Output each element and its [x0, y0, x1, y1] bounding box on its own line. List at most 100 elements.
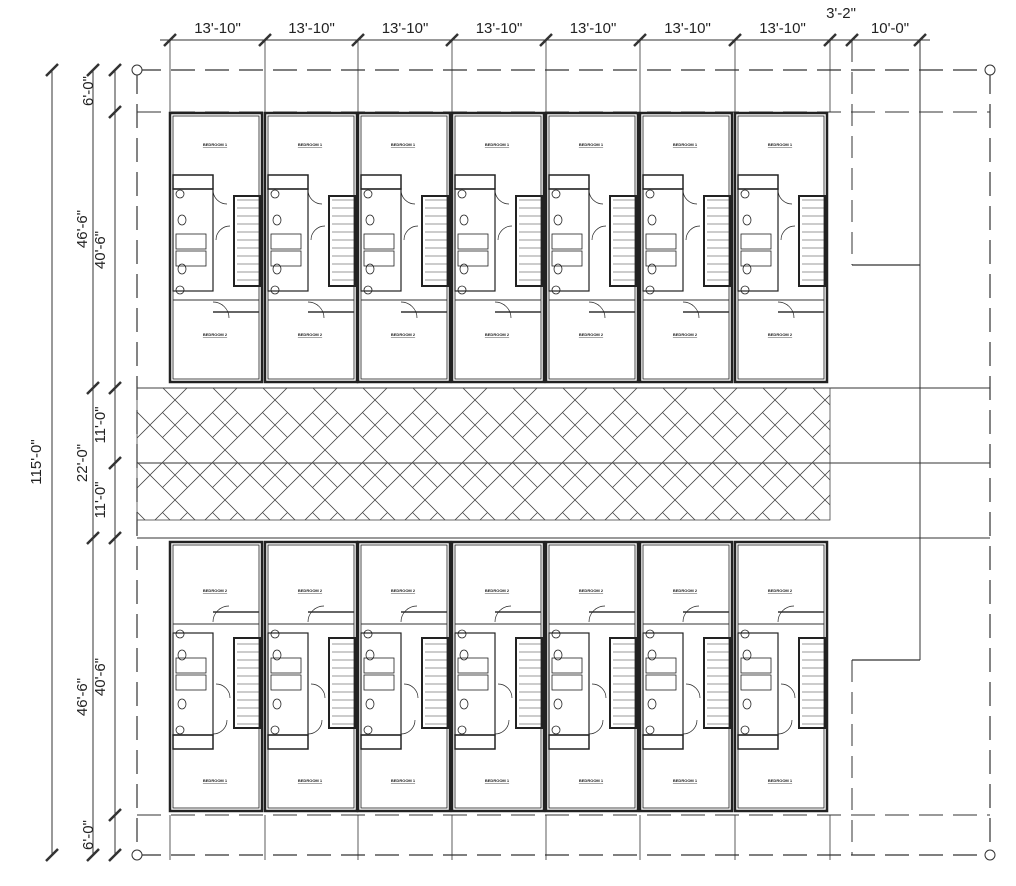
- sink: [645, 285, 655, 295]
- interior-wall-line: [360, 544, 448, 809]
- exterior-wall: [168, 111, 264, 384]
- bathtub: [270, 674, 302, 691]
- room-label-bedroom-1: BEDROOM 1: [298, 142, 323, 147]
- exterior-wall: [638, 540, 734, 813]
- bathtub: [363, 250, 395, 267]
- closet: [737, 174, 779, 190]
- dimension-tick: [86, 848, 100, 862]
- toilet: [553, 263, 563, 275]
- door-swing: [307, 301, 325, 319]
- bathtub: [457, 250, 489, 267]
- bathtub: [645, 250, 677, 267]
- door-swing: [400, 189, 416, 205]
- toilet: [553, 214, 563, 226]
- closet: [360, 734, 402, 750]
- door-swing: [497, 225, 513, 241]
- stair: [515, 637, 543, 729]
- sink: [457, 189, 467, 199]
- dimension-tick: [633, 33, 647, 47]
- room-label-bedroom-1: BEDROOM 1: [485, 778, 510, 783]
- top-dimension-label: 13'-10": [664, 20, 711, 37]
- door-swing: [777, 301, 795, 319]
- door-swing: [682, 189, 698, 205]
- toilet: [365, 263, 375, 275]
- bathtub: [457, 657, 489, 674]
- exterior-wall: [544, 540, 640, 813]
- sink: [551, 189, 561, 199]
- sink: [551, 629, 561, 639]
- door-swing: [494, 605, 512, 623]
- door-swing: [588, 189, 604, 205]
- toilet: [742, 649, 752, 661]
- bathroom-block: [267, 632, 309, 736]
- room-label-bedroom-2: BEDROOM 2: [768, 588, 793, 593]
- dimension-tick: [108, 105, 122, 119]
- closet: [642, 174, 684, 190]
- stair: [798, 195, 826, 287]
- dimension-tick: [45, 848, 59, 862]
- door-swing: [307, 605, 325, 623]
- door-swing: [310, 225, 326, 241]
- toilet: [177, 649, 187, 661]
- bathtub: [551, 250, 583, 267]
- stair: [328, 195, 356, 287]
- room-label-bedroom-2: BEDROOM 2: [203, 332, 228, 337]
- townhouse-unit: BEDROOM 1 BEDROOM 2: [263, 111, 359, 384]
- room-label-bedroom-2: BEDROOM 2: [673, 332, 698, 337]
- top-dimension-label: 13'-10": [759, 20, 806, 37]
- door-swing: [212, 189, 228, 205]
- closet: [548, 734, 590, 750]
- door-swing: [591, 225, 607, 241]
- dimension-tick: [108, 456, 122, 470]
- room-label-bedroom-1: BEDROOM 1: [673, 778, 698, 783]
- exterior-wall: [263, 540, 359, 813]
- toilet: [459, 649, 469, 661]
- bathtub: [645, 233, 677, 250]
- room-label-bedroom-2: BEDROOM 2: [579, 332, 604, 337]
- herringbone-paving: [136, 387, 831, 521]
- sink: [551, 725, 561, 735]
- sink: [363, 725, 373, 735]
- bathroom-block: [548, 188, 590, 292]
- sink: [175, 725, 185, 735]
- sink: [740, 285, 750, 295]
- bathtub: [363, 674, 395, 691]
- toilet: [647, 263, 657, 275]
- room-label-bedroom-1: BEDROOM 1: [768, 142, 793, 147]
- door-swing: [682, 605, 700, 623]
- bathtub: [551, 674, 583, 691]
- room-label-bedroom-2: BEDROOM 2: [391, 332, 416, 337]
- dimension-tick: [108, 381, 122, 395]
- bathtub: [457, 233, 489, 250]
- toilet: [459, 214, 469, 226]
- room-label-bedroom-1: BEDROOM 1: [203, 778, 228, 783]
- sink: [363, 189, 373, 199]
- stair: [328, 637, 356, 729]
- dimension-tick: [163, 33, 177, 47]
- middle-dimension-label: 46'-6": [74, 210, 91, 248]
- inner-dimension-label: 6'-0": [80, 76, 97, 106]
- bathtub: [175, 657, 207, 674]
- interior-wall-line: [267, 115, 355, 380]
- interior-wall-line: [172, 115, 260, 380]
- sink: [645, 189, 655, 199]
- interior-wall-line: [454, 544, 542, 809]
- room-label-bedroom-2: BEDROOM 2: [298, 332, 323, 337]
- door-swing: [400, 719, 416, 735]
- toilet: [742, 698, 752, 710]
- interior-wall-line: [548, 115, 636, 380]
- door-swing: [307, 189, 323, 205]
- overall-depth-label: 115'-0": [28, 439, 45, 484]
- door-swing: [591, 683, 607, 699]
- interior-wall-line: [642, 544, 730, 809]
- toilet: [365, 649, 375, 661]
- stair: [703, 195, 731, 287]
- door-swing: [780, 225, 796, 241]
- room-label-bedroom-1: BEDROOM 1: [485, 142, 510, 147]
- room-label-bedroom-2: BEDROOM 2: [673, 588, 698, 593]
- sink: [175, 189, 185, 199]
